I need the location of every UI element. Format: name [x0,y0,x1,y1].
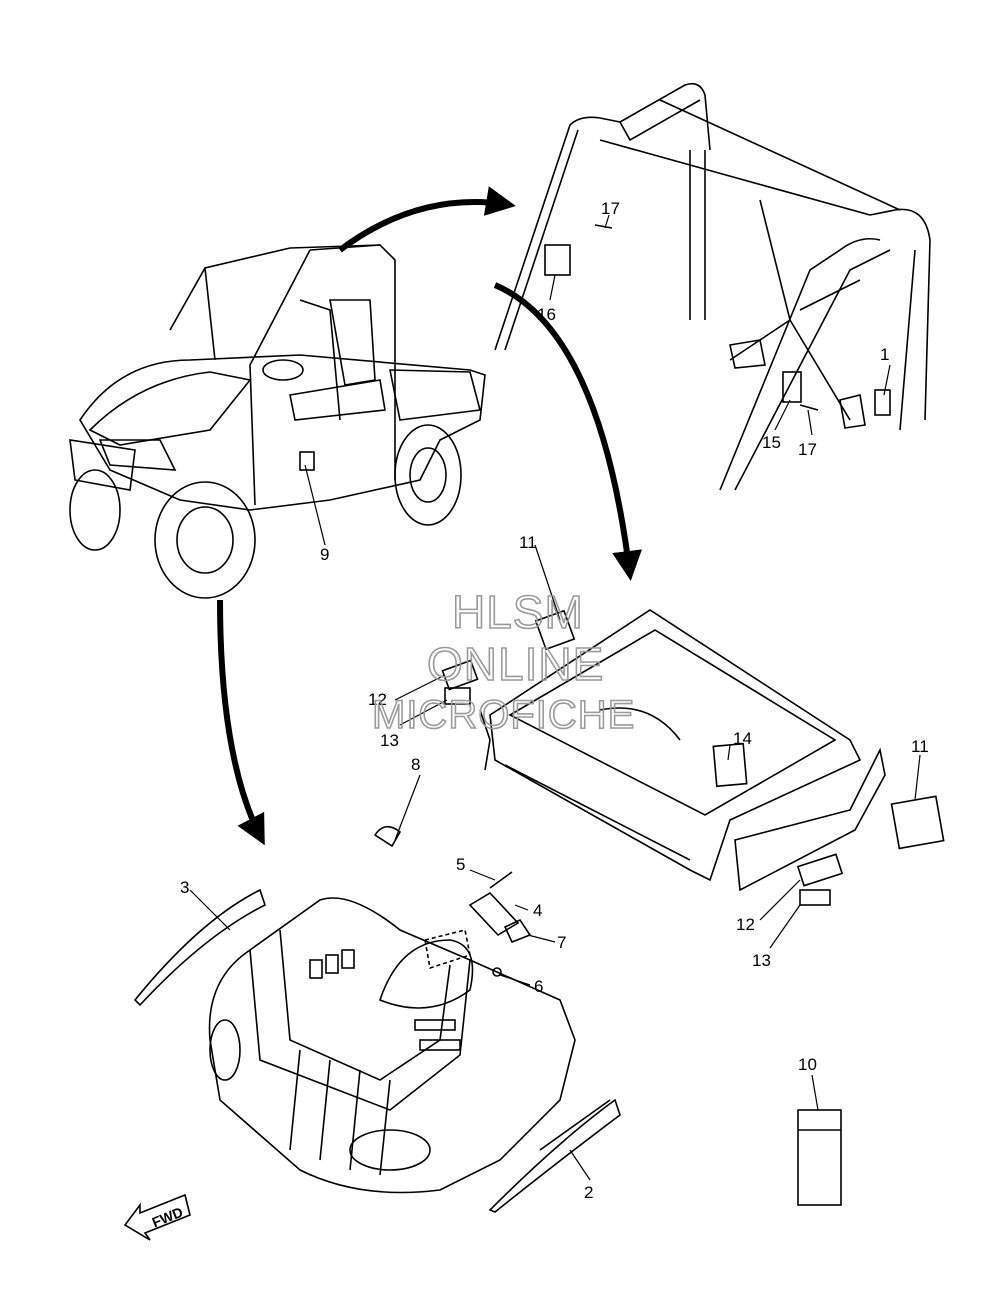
callouts: 1 2 3 4 5 6 7 8 9 10 11 11 12 12 13 13 1… [180,199,929,1202]
callout-2: 2 [584,1183,593,1202]
callout-8: 8 [411,755,420,774]
front-cowl [133,825,621,1213]
callout-14: 14 [733,729,752,748]
fwd-arrow: FWD [123,1193,191,1241]
callout-13-left: 13 [380,731,399,750]
callout-10: 10 [798,1055,817,1074]
callout-3: 3 [180,878,189,897]
watermark-line-1: HLSM [452,586,584,638]
callout-13-right: 13 [752,951,771,970]
callout-7: 7 [557,933,566,952]
callout-12-left: 12 [368,690,387,709]
watermark-line-2: ONLINE [427,638,604,690]
leader-lines [189,214,921,1181]
callout-15: 15 [762,433,781,452]
callout-11-right: 11 [911,737,929,756]
callout-16: 16 [537,305,556,324]
vehicle-overview [69,244,486,599]
callout-17-bottom: 17 [798,440,817,459]
callout-12-right: 12 [736,915,755,934]
watermark: HLSM ONLINE MICROFICHE [371,585,635,738]
label-card-10 [797,1109,842,1206]
watermark-line-3: MICROFICHE [372,693,635,737]
cargo-bed [441,609,945,906]
callout-1: 1 [880,345,889,364]
callout-9: 9 [320,545,329,564]
callout-5: 5 [456,855,465,874]
callout-11-left: 11 [519,533,537,552]
callout-4: 4 [533,901,542,920]
roll-cage-assembly [494,82,931,491]
callout-17-top: 17 [601,199,620,218]
callout-6: 6 [534,977,543,996]
